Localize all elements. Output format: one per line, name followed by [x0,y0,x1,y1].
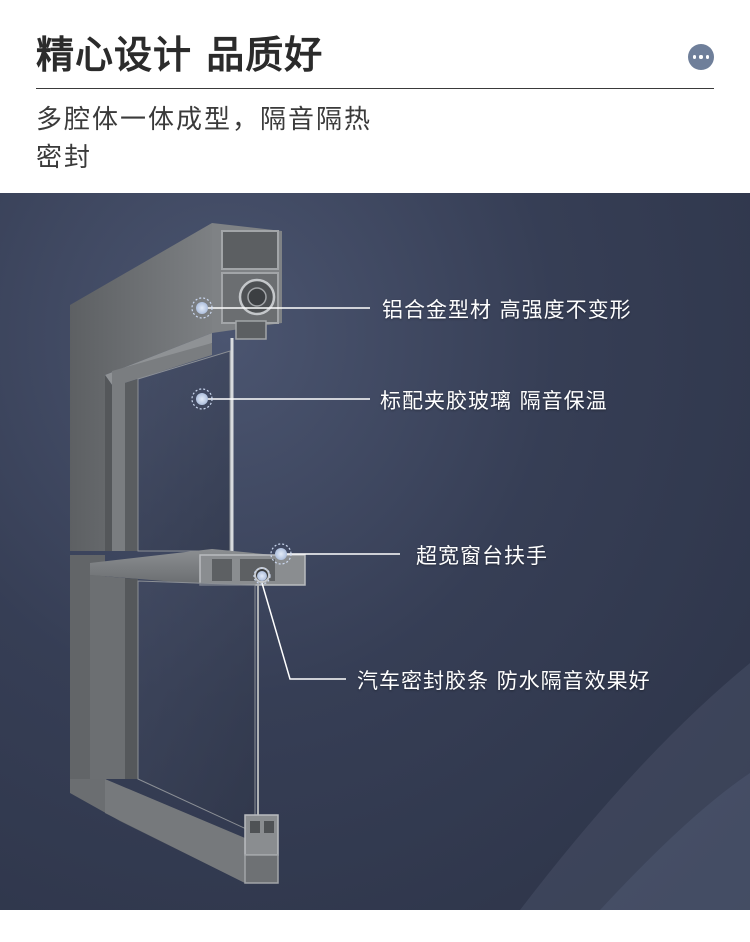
more-dot [699,55,703,59]
meeting-rail-chamber [212,559,232,581]
page-title: 精心设计 品质好 [36,33,324,77]
top-profile-tab [235,320,267,340]
lower-sash-rail [125,578,138,779]
seal-chamber-inner [247,287,267,307]
hotspot-glass [191,388,213,410]
lower-glass-pane [137,580,256,834]
upper-glass-pane [137,350,231,552]
hotspot-seal [253,567,271,585]
callout-line-4 [261,582,346,680]
callout-wide-sill: 超宽窗台扶手 [416,544,548,568]
bottom-sill [105,779,278,883]
bottom-sill-chamber [264,821,274,833]
hotspot-sill [270,543,292,565]
header-divider [36,88,714,89]
subtitle-line-2: 密封 [36,143,93,173]
window-illustration [70,223,750,910]
lower-sash-rail [90,575,125,779]
upper-sash-rail [112,343,212,551]
callout-aluminum-profile: 铝合金型材 高强度不变形 [382,298,632,322]
product-hero-image: 铝合金型材 高强度不变形 标配夹胶玻璃 隔音保温 超宽窗台扶手 汽车密封胶条 防… [0,193,750,910]
page-footer [0,910,750,942]
window-frame-upper [70,223,212,551]
hotspot-profile [191,297,213,319]
background-light-sweep [600,773,750,910]
upper-sash-rail [125,379,138,551]
bottom-sill-profile [244,854,279,884]
bottom-sill-chamber [250,821,260,833]
callout-laminated-glass: 标配夹胶玻璃 隔音保温 [380,389,608,413]
more-options-button[interactable] [688,44,714,70]
window-frame-inner-edge [105,375,112,551]
subtitle-line-1: 多腔体一体成型，隔音隔热 [36,105,373,135]
page-header: 精心设计 品质好 多腔体一体成型，隔音隔热 密封 [0,0,750,193]
page-subtitle: 多腔体一体成型，隔音隔热 密封 [36,101,456,177]
background-light-sweep [520,663,750,910]
more-dot [705,55,710,59]
callout-seal-strip: 汽车密封胶条 防水隔音效果好 [357,669,651,693]
top-profile-chamber [221,230,279,270]
more-dot [692,55,697,59]
